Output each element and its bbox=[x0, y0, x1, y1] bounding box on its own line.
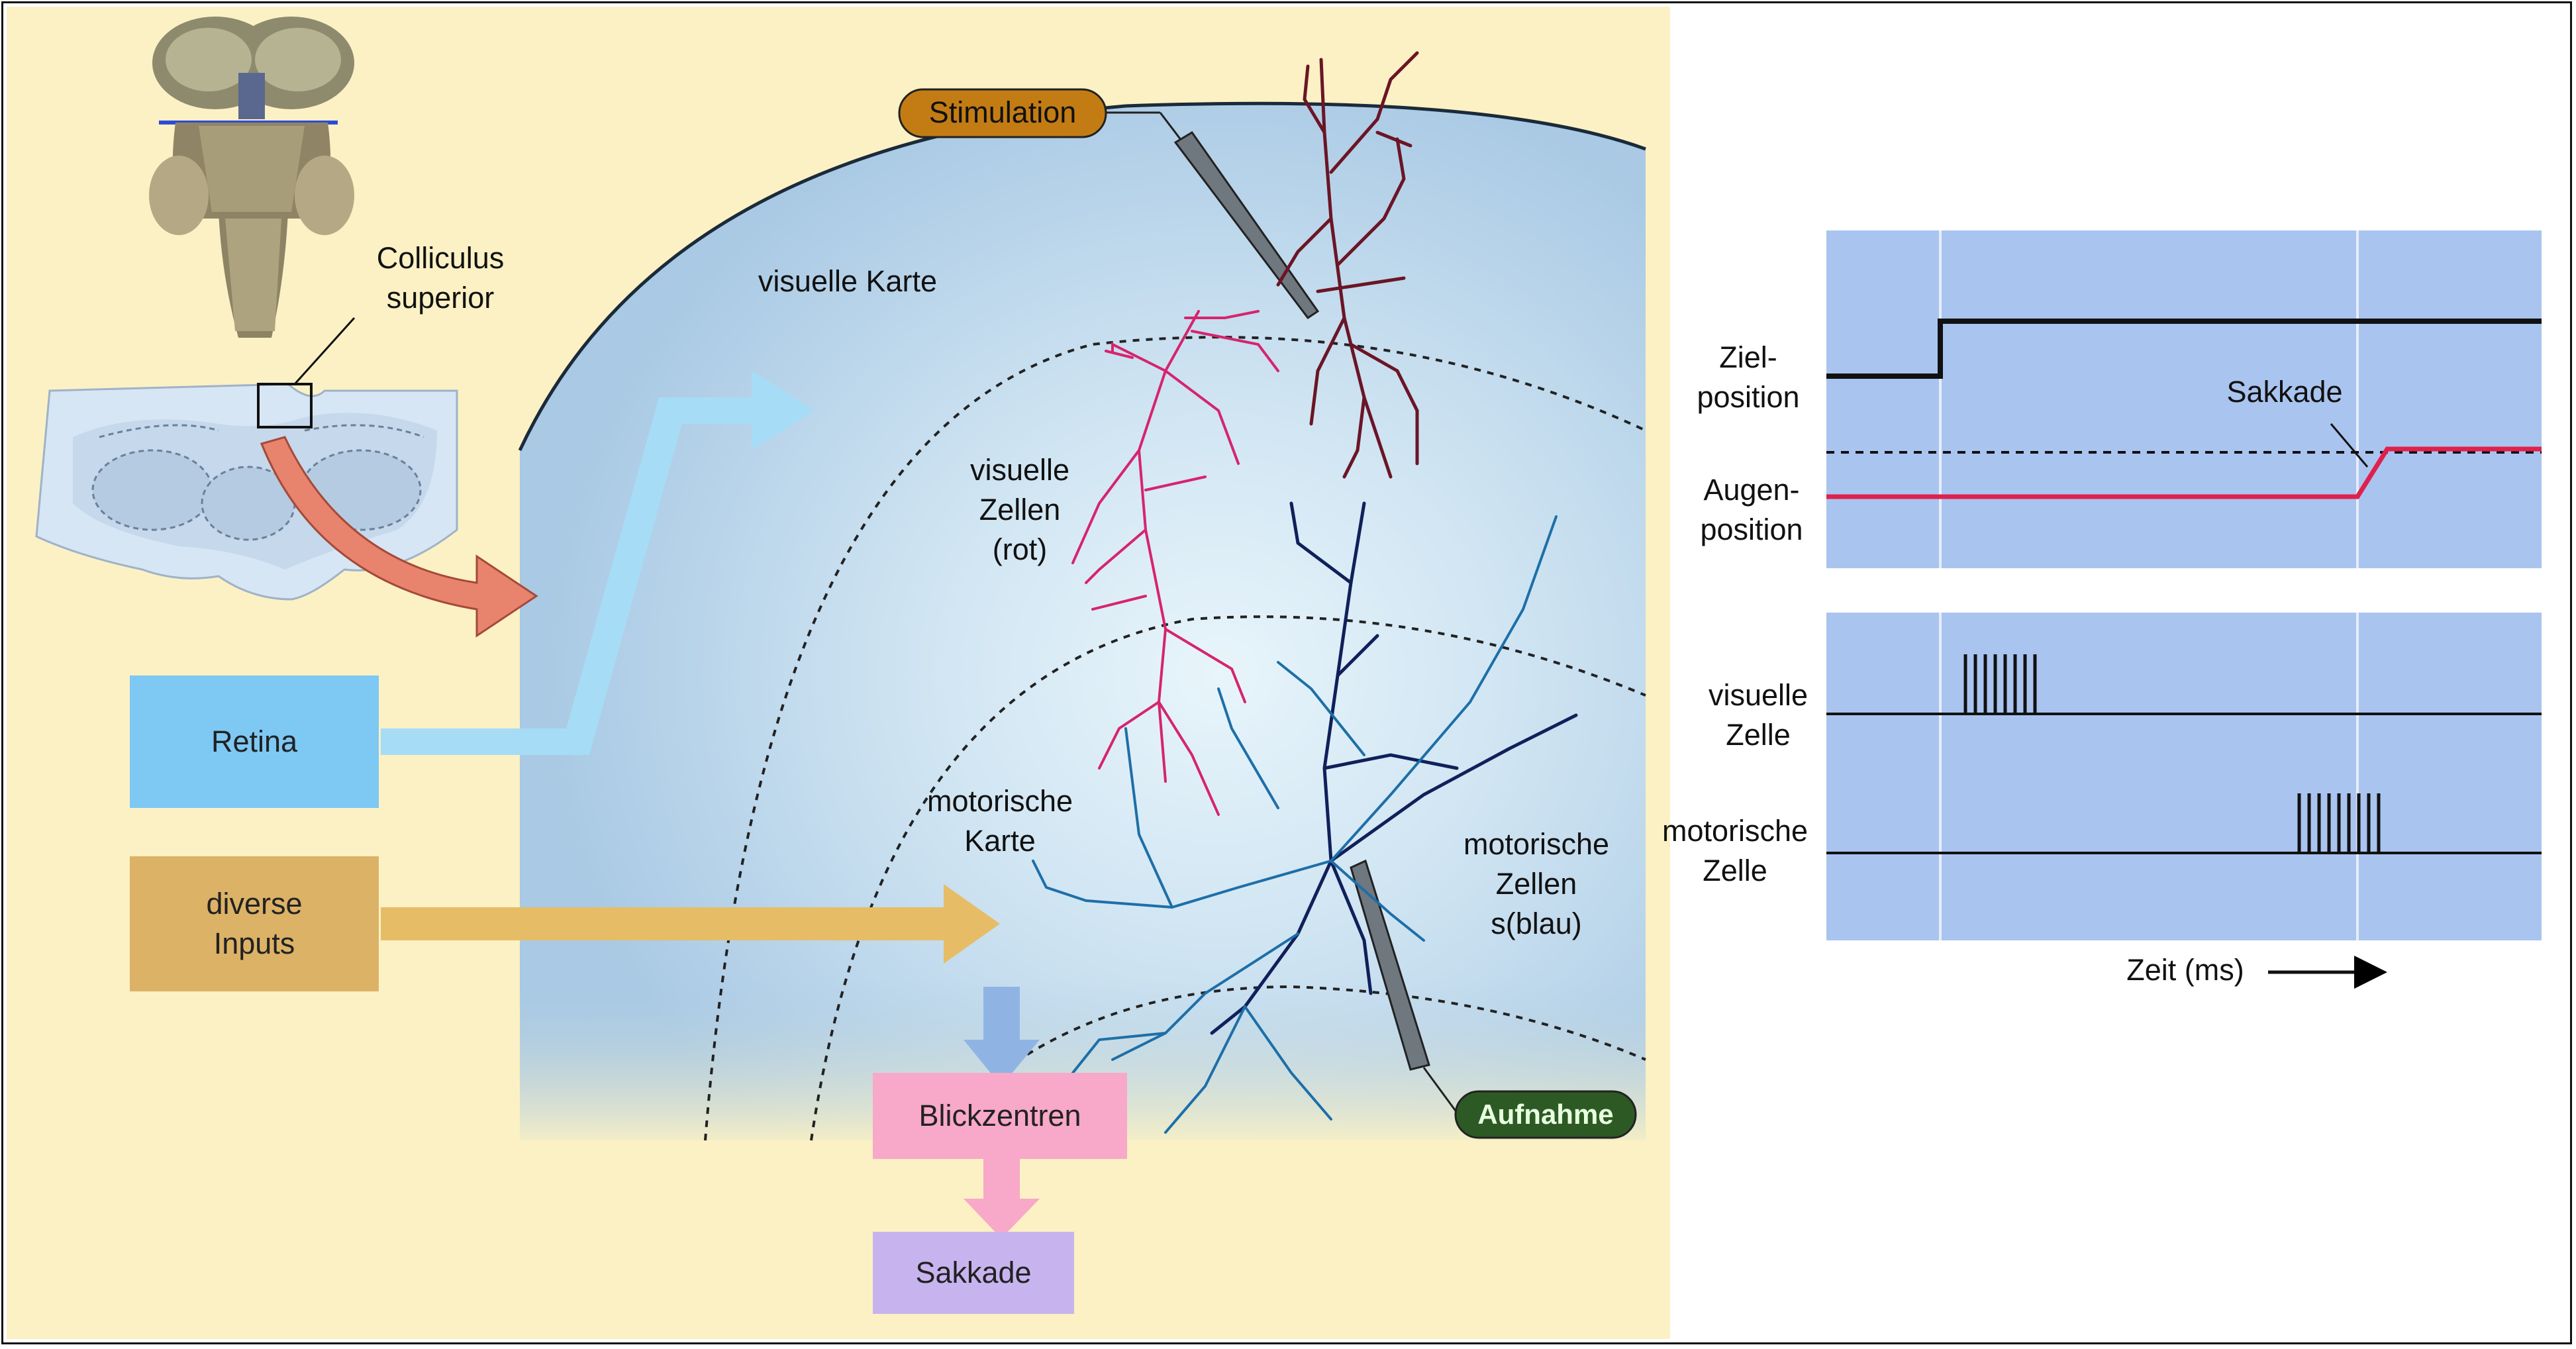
stimulation-electrode bbox=[1173, 130, 1320, 320]
gaze-centers-label: Blickzentren bbox=[918, 1099, 1081, 1132]
down-arrow-gaze bbox=[964, 987, 1040, 1086]
eye-position-trace bbox=[1826, 446, 2542, 499]
recording-label: Aufnahme bbox=[1477, 1099, 1614, 1130]
motor-map-label: motorische Karte bbox=[926, 784, 1073, 858]
stimulation-pill bbox=[898, 88, 1107, 138]
plot-bottom-bg bbox=[1826, 613, 2542, 940]
motor-cell-spikes bbox=[2297, 793, 2381, 853]
visual-cells-label: visuelle Zellen (rot) bbox=[969, 453, 1070, 566]
saccade-box: Sakkade bbox=[873, 1232, 1074, 1314]
eye-position-label: Augen- position bbox=[1700, 473, 1803, 546]
saccade-pointer bbox=[2330, 423, 2369, 468]
down-arrow-saccade bbox=[964, 1159, 1040, 1238]
motor-cells-label: motorische Zellen s(blau) bbox=[1463, 827, 1610, 940]
retina-arrow bbox=[381, 371, 815, 755]
colliculus-label: Colliculus superior bbox=[376, 241, 505, 315]
retina-box: Retina bbox=[130, 675, 379, 808]
gaze-centers-box: Blickzentren bbox=[873, 1073, 1127, 1159]
target-position-label: Ziel- position bbox=[1697, 340, 1800, 414]
inputs-box: diverse Inputs bbox=[130, 856, 379, 991]
retina-label: Retina bbox=[211, 724, 298, 758]
visual-cell-spikes bbox=[1963, 654, 2037, 714]
time-axis-label: Zeit (ms) bbox=[2126, 953, 2244, 987]
saccade-plot-label: Sakkade bbox=[2226, 375, 2343, 409]
visual-cell-label: visuelle Zelle bbox=[1708, 678, 1808, 752]
motor-neuron-main bbox=[1210, 501, 1578, 1035]
inputs-label: diverse Inputs bbox=[206, 887, 303, 960]
recording-pill bbox=[1454, 1090, 1637, 1139]
inputs-arrow bbox=[381, 884, 1000, 964]
target-position-trace bbox=[1826, 319, 2542, 379]
brainstem-illustration bbox=[149, 17, 354, 338]
recording-electrode bbox=[1350, 859, 1430, 1071]
stimulated-neuron bbox=[1276, 51, 1419, 479]
plot-top-bg bbox=[1826, 230, 2542, 568]
layer-line-2 bbox=[810, 615, 1646, 1141]
saccade-box-label: Sakkade bbox=[915, 1256, 1032, 1289]
zoom-arrow bbox=[260, 436, 538, 638]
visual-neuron bbox=[1071, 310, 1279, 816]
stimulation-label: Stimulation bbox=[928, 95, 1077, 129]
motor-neuron-branches bbox=[1032, 515, 1558, 1134]
layer-line-1 bbox=[704, 336, 1646, 1141]
motor-cell-label: motorische Zelle bbox=[1661, 814, 1808, 887]
visual-map-label: visuelle Karte bbox=[758, 264, 938, 298]
